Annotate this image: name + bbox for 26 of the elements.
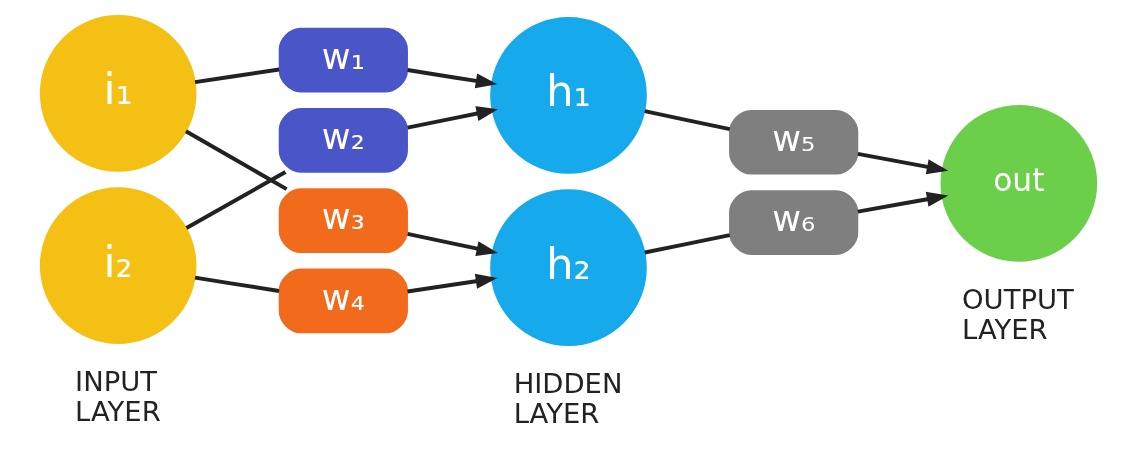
node-box: w₄ [278, 268, 408, 334]
label: HIDDEN LAYER [513, 368, 622, 429]
connector [184, 129, 288, 191]
node-box: w₃ [278, 188, 408, 253]
node-box: w₆ [728, 190, 858, 255]
arrow [406, 231, 498, 256]
node-circle: i₂ [39, 187, 196, 344]
arrow [406, 68, 497, 89]
label: OUTPUT LAYER [961, 284, 1074, 345]
connector [185, 170, 286, 230]
arrow [406, 273, 497, 294]
node-circle: out [940, 105, 1097, 262]
label: INPUT LAYER [74, 366, 161, 427]
node-circle: h₁ [489, 17, 647, 174]
node-box: w₁ [278, 27, 408, 93]
connector [643, 233, 730, 255]
node-circle: i₁ [39, 15, 196, 172]
arrow [857, 191, 948, 214]
arrow [857, 151, 948, 175]
connector [194, 67, 279, 85]
node-circle: h₂ [489, 189, 647, 346]
arrow [406, 106, 498, 130]
node-box: w₅ [728, 110, 858, 175]
node-box: w₂ [278, 108, 408, 173]
connector [194, 275, 279, 293]
connector [643, 109, 730, 132]
